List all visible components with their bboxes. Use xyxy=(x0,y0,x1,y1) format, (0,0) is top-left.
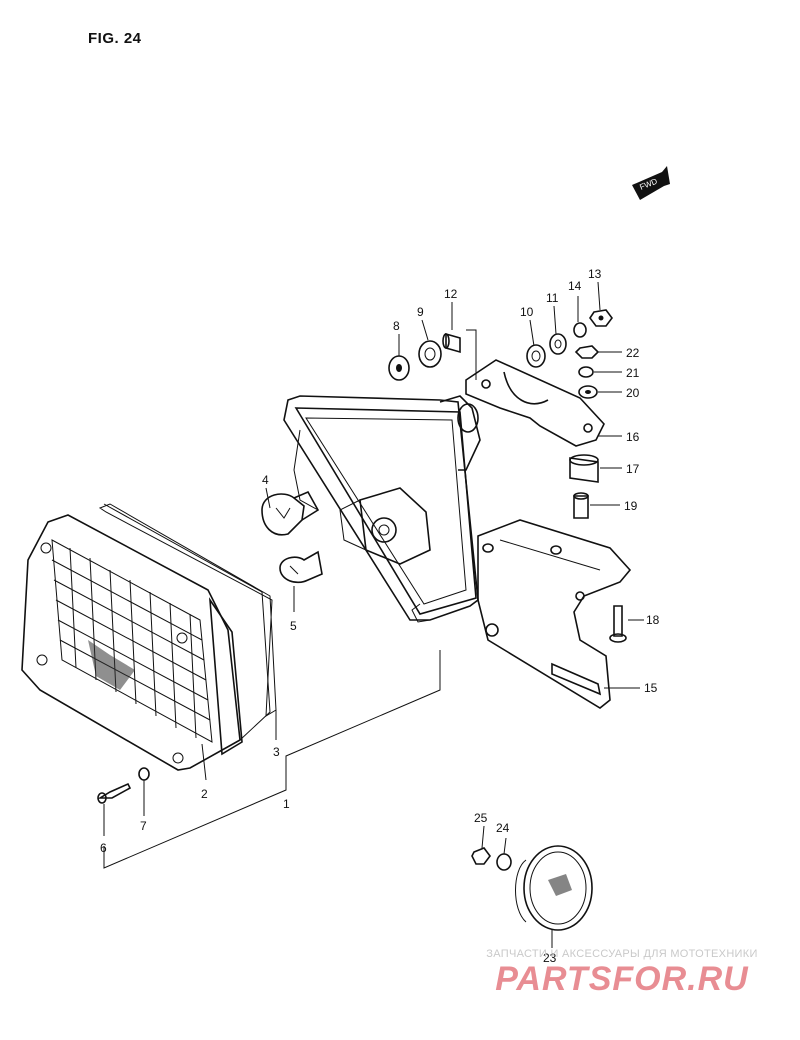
callout-22: 22 xyxy=(626,346,640,360)
bulb-4 xyxy=(261,490,320,536)
callout-7: 7 xyxy=(140,819,147,833)
nut-22 xyxy=(574,345,600,359)
washer-11 xyxy=(549,333,567,355)
callout-12: 12 xyxy=(444,287,458,301)
callout-6: 6 xyxy=(100,841,107,855)
callout-1: 1 xyxy=(283,797,290,811)
washer-14 xyxy=(573,322,587,338)
collar-12 xyxy=(442,332,461,354)
bolt-18 xyxy=(609,605,627,643)
callout-15: 15 xyxy=(644,681,658,695)
reflector-23 xyxy=(515,845,593,931)
washer-9 xyxy=(418,340,442,368)
lens-gasket xyxy=(98,503,277,741)
washer-8 xyxy=(388,355,410,381)
callout-14: 14 xyxy=(568,279,582,293)
callout-16: 16 xyxy=(626,430,640,444)
callout-4: 4 xyxy=(262,473,269,487)
tail-lamp-housing xyxy=(283,395,481,623)
washer-7 xyxy=(138,767,150,781)
fwd-arrow-icon: FWD xyxy=(632,166,670,200)
watermark-tagline: ЗАПЧАСТИ И АКСЕССУАРЫ ДЛЯ МОТОТЕХНИКИ xyxy=(486,948,758,960)
watermark-logo: PARTSFOR.RU xyxy=(495,960,749,998)
grommet-17 xyxy=(569,454,599,483)
callout-25: 25 xyxy=(474,811,488,825)
bracket-16 xyxy=(465,359,605,447)
washer-21 xyxy=(578,366,594,378)
callout-19: 19 xyxy=(624,499,638,513)
figure-title: FIG. 24 xyxy=(88,30,142,47)
leader-lines xyxy=(103,281,644,948)
callout-9: 9 xyxy=(417,305,424,319)
bulb-5 xyxy=(279,550,323,584)
callout-24: 24 xyxy=(496,821,510,835)
callout-20: 20 xyxy=(626,386,640,400)
callout-8: 8 xyxy=(393,319,400,333)
callout-3: 3 xyxy=(273,745,280,759)
nut-25 xyxy=(471,847,491,865)
callout-21: 21 xyxy=(626,366,640,380)
callout-5: 5 xyxy=(290,619,297,633)
callout-2: 2 xyxy=(201,787,208,801)
callout-11: 11 xyxy=(546,291,559,305)
bracket-15 xyxy=(477,519,632,709)
callout-10: 10 xyxy=(520,305,534,319)
washer-10 xyxy=(526,344,546,368)
callout-18: 18 xyxy=(646,613,660,627)
callout-labels: 1 2 3 4 5 6 7 8 9 10 11 12 13 14 15 16 1… xyxy=(100,267,660,965)
callout-17: 17 xyxy=(626,462,640,476)
callout-23: 23 xyxy=(543,951,557,965)
callout-13: 13 xyxy=(588,267,602,281)
tail-lamp-lens xyxy=(21,514,243,771)
collar-19 xyxy=(573,492,589,519)
washer-20 xyxy=(578,385,598,399)
nut-13 xyxy=(589,309,613,327)
washer-24 xyxy=(496,853,512,871)
screw-6 xyxy=(97,782,132,804)
